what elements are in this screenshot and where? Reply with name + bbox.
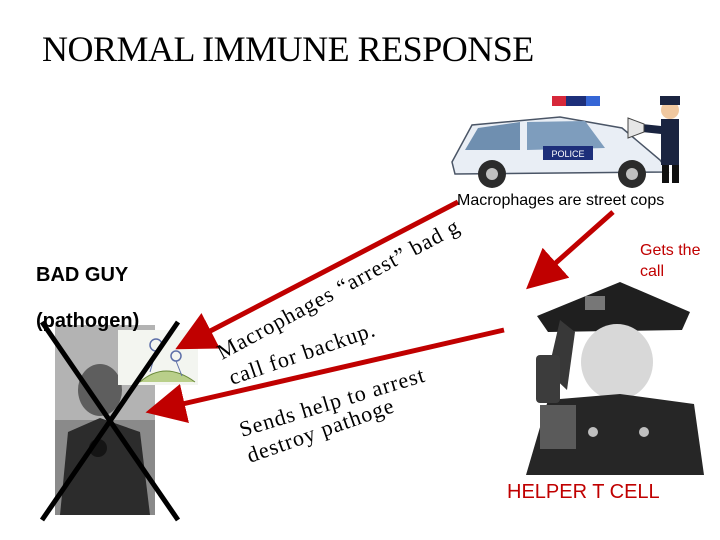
gets-call-caption: Gets the call: [640, 240, 700, 282]
gets-call-line2: call: [640, 261, 700, 282]
police-lettering: POLICE: [551, 149, 584, 159]
call-arrow: [541, 212, 613, 276]
pathogen-label: (pathogen): [36, 310, 139, 333]
helper-t-cell-photo: [510, 280, 704, 475]
backup-arrow: [193, 202, 458, 340]
police-car-illustration: POLICE: [452, 96, 680, 188]
gets-call-line1: Gets the: [640, 240, 700, 261]
helper-t-cell-label: HELPER T CELL: [507, 481, 660, 504]
macrophage-caption: Macrophages are street cops: [457, 192, 664, 210]
pathogen-illustration: [118, 330, 198, 385]
bad-guy-label: BAD GUY: [36, 264, 128, 287]
